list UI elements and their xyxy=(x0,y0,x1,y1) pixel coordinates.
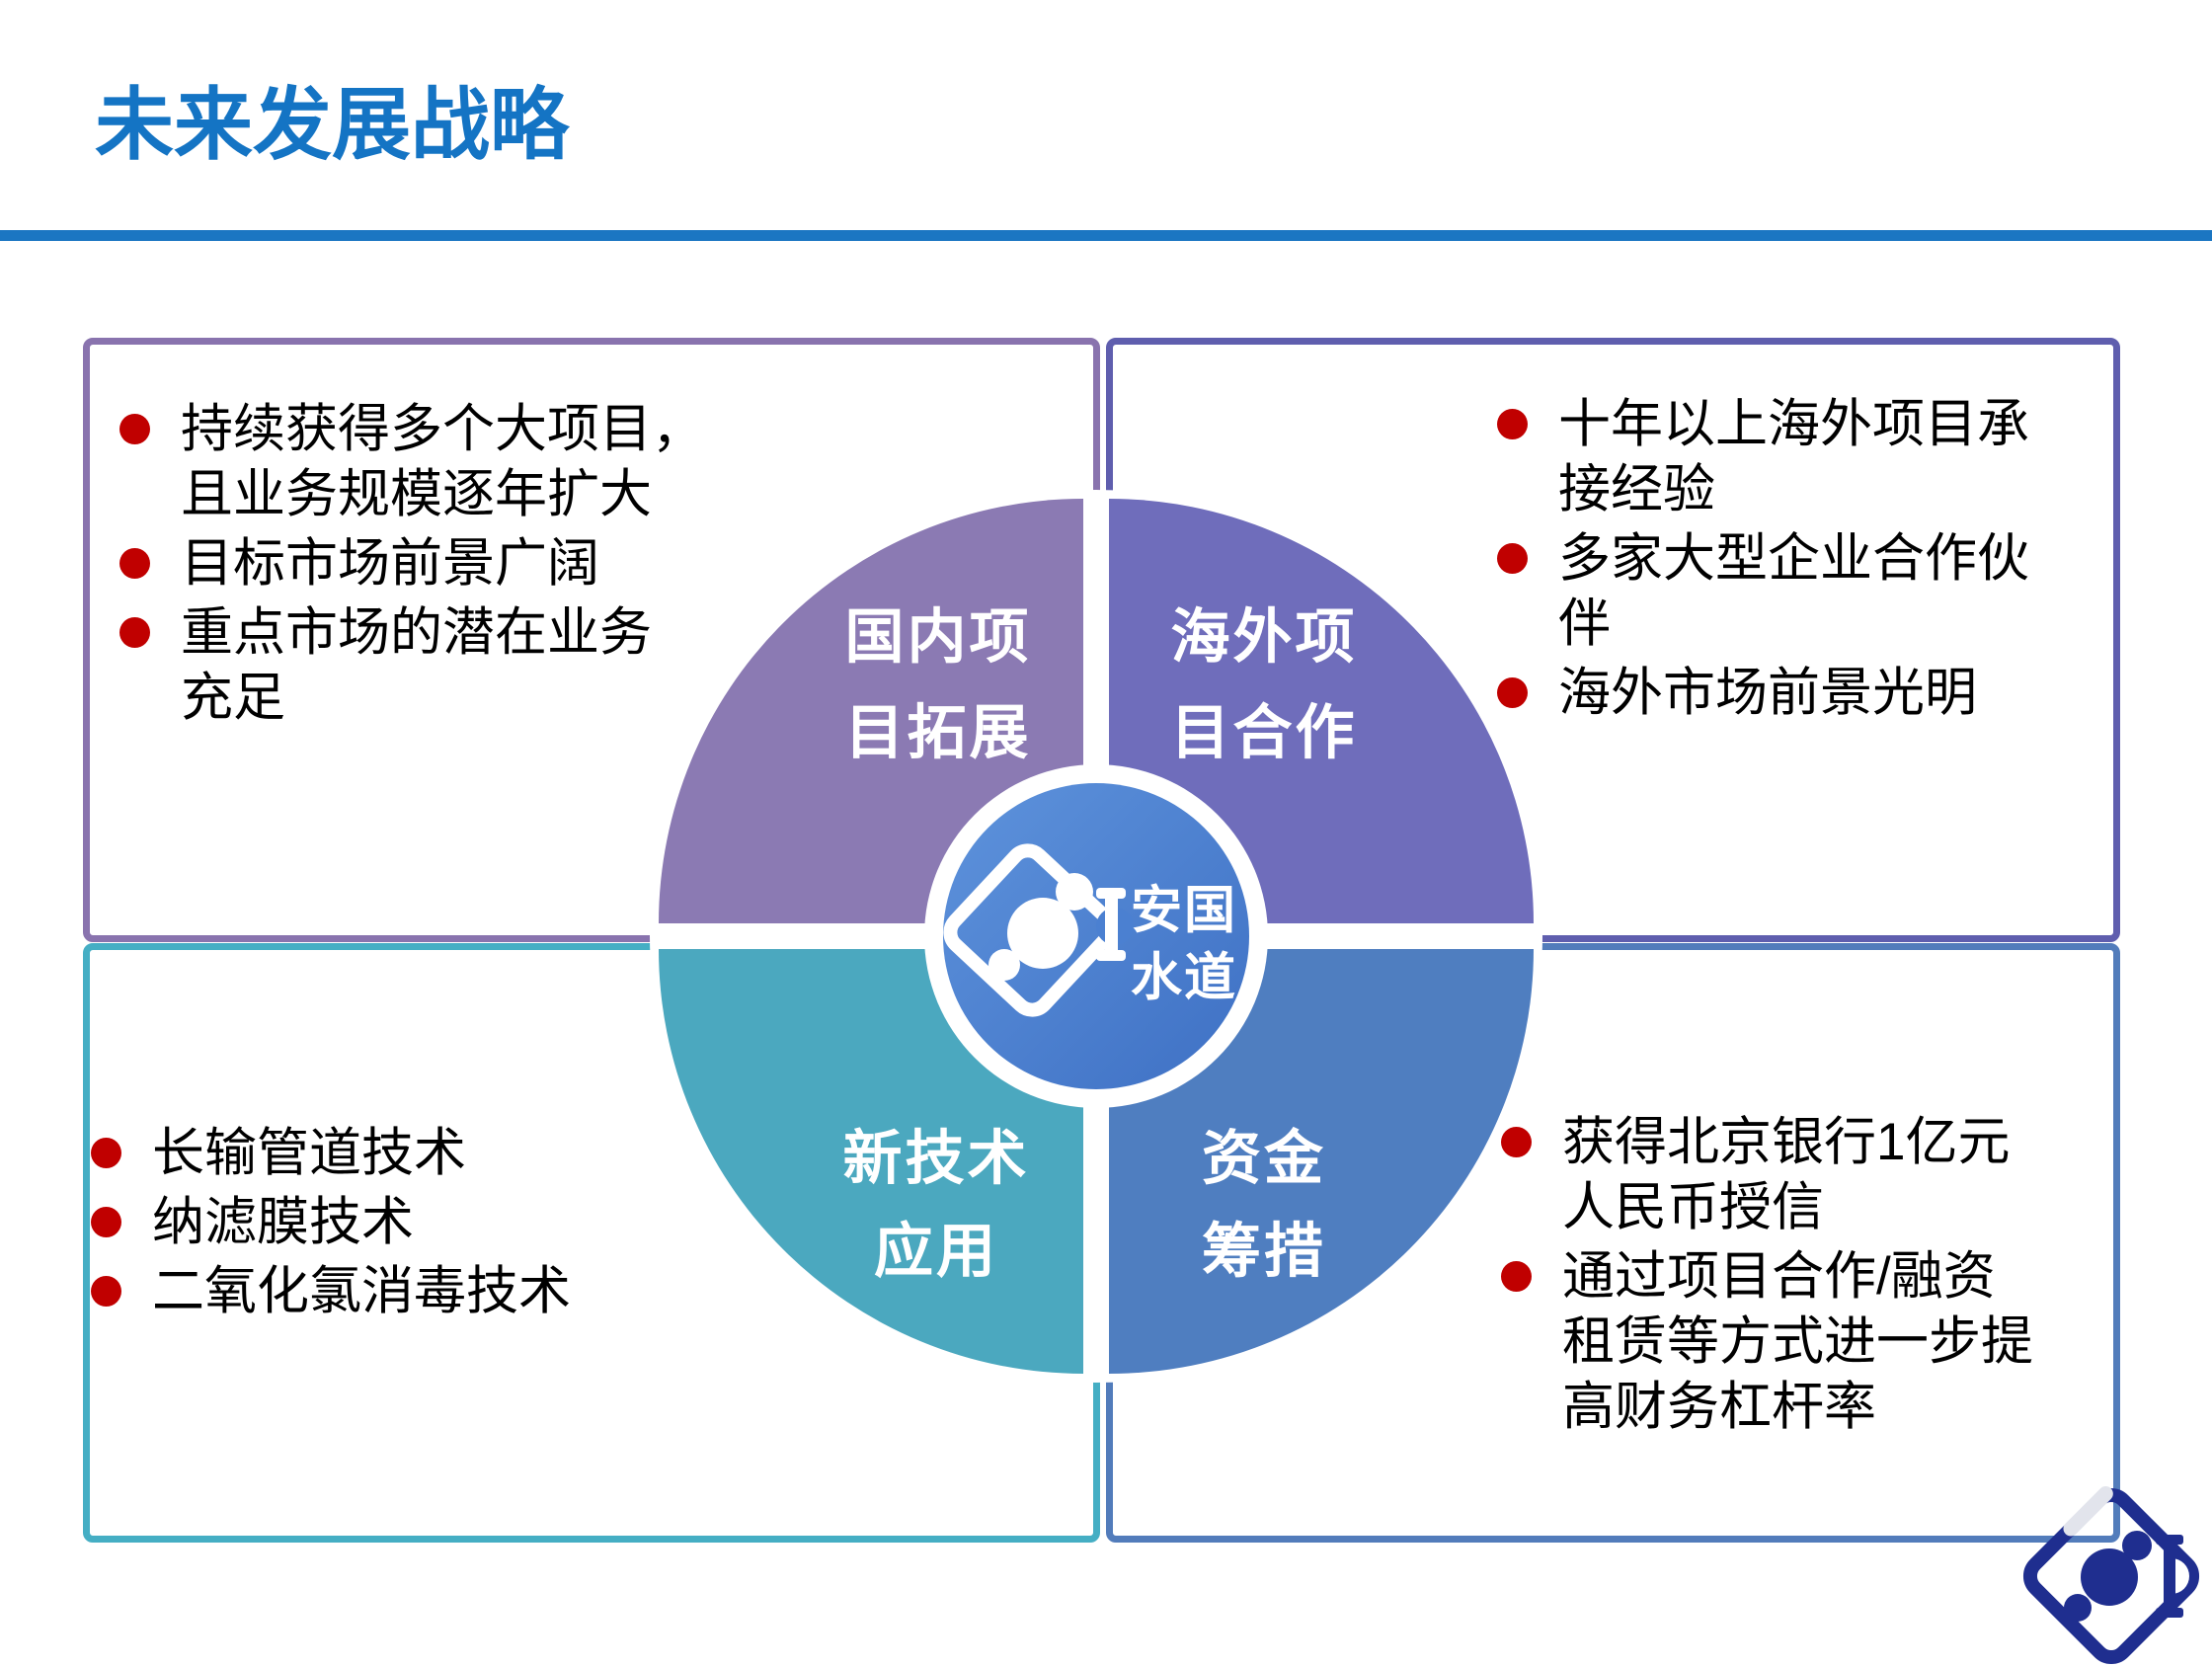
list-item: 二氧化氯消毒技术 xyxy=(85,1259,571,1324)
bullet-dot-icon xyxy=(91,1207,121,1237)
bullet-text: 海外市场前景光明 xyxy=(1558,664,1977,722)
anguo-water-logo-icon xyxy=(943,843,1134,1017)
list-item: 目标市场前景广阔 xyxy=(114,531,704,596)
bullet-list-domestic: 持续获得多个大项目， 且业务规模逐年扩大 目标市场前景广阔 重点市场的潜在业务 … xyxy=(114,397,704,735)
bullet-text: 伴 xyxy=(1558,595,1611,653)
label-domestic-projects-line1: 国内项 xyxy=(844,603,1032,671)
bullet-list-overseas: 十年以上海外项目承 接经验 多家大型企业合作伙 伴 海外市场前景光明 xyxy=(1491,392,2029,730)
bullet-dot-icon xyxy=(1501,1261,1532,1292)
list-item: 通过项目合作/融资 租赁等方式进一步提 高财务杠杆率 xyxy=(1495,1244,2033,1440)
bullet-text: 多家大型企业合作伙 xyxy=(1558,529,2029,588)
bullet-text: 纳滤膜技术 xyxy=(152,1193,414,1251)
bullet-text: 高财务杠杆率 xyxy=(1562,1378,1876,1436)
bullet-dot-icon xyxy=(91,1138,121,1168)
bullet-dot-icon xyxy=(1497,677,1528,708)
bullet-dot-icon xyxy=(119,617,150,648)
bullet-text: 租赁等方式进一步提 xyxy=(1562,1312,2033,1371)
list-item: 持续获得多个大项目， 且业务规模逐年扩大 xyxy=(114,397,704,527)
list-item: 多家大型企业合作伙 伴 xyxy=(1491,526,2029,657)
label-new-technology-line2: 应用 xyxy=(874,1218,998,1285)
list-item: 获得北京银行1亿元 人民币授信 xyxy=(1495,1110,2033,1240)
bullet-list-funding: 获得北京银行1亿元 人民币授信 通过项目合作/融资 租赁等方式进一步提 高财务杠… xyxy=(1495,1110,2033,1444)
bullet-text: 充足 xyxy=(181,669,285,727)
bullet-text: 持续获得多个大项目， xyxy=(181,400,704,458)
bullet-text: 获得北京银行1亿元 xyxy=(1562,1113,2011,1171)
list-item: 海外市场前景光明 xyxy=(1491,661,2029,726)
bullet-text: 十年以上海外项目承 xyxy=(1558,395,2029,453)
bullet-text: 二氧化氯消毒技术 xyxy=(152,1262,571,1320)
label-overseas-projects-line1: 海外项 xyxy=(1170,603,1358,671)
corner-brand-logo-icon xyxy=(2022,1486,2200,1665)
bullet-list-technology: 长输管道技术 纳滤膜技术 二氧化氯消毒技术 xyxy=(85,1121,571,1328)
label-new-technology-line1: 新技术 xyxy=(842,1125,1030,1192)
hub-label-line2: 水道 xyxy=(1130,949,1238,1007)
bullet-text: 通过项目合作/融资 xyxy=(1562,1247,1996,1306)
bullet-dot-icon xyxy=(119,414,150,444)
list-item: 长输管道技术 xyxy=(85,1121,571,1186)
list-item: 十年以上海外项目承 接经验 xyxy=(1491,392,2029,522)
list-item: 重点市场的潜在业务 充足 xyxy=(114,600,704,731)
label-domestic-projects-line2: 目拓展 xyxy=(844,699,1032,766)
title-divider xyxy=(0,230,2212,241)
bullet-dot-icon xyxy=(1501,1127,1532,1157)
bullet-dot-icon xyxy=(119,548,150,579)
page-title: 未来发展战略 xyxy=(95,81,569,169)
label-fund-raising-line1: 资金 xyxy=(1202,1125,1326,1192)
label-fund-raising-line2: 筹措 xyxy=(1202,1218,1326,1285)
list-item: 纳滤膜技术 xyxy=(85,1190,571,1255)
bullet-text: 且业务规模逐年扩大 xyxy=(181,465,652,523)
bullet-text: 重点市场的潜在业务 xyxy=(181,603,652,662)
bullet-text: 目标市场前景广阔 xyxy=(181,534,599,593)
bullet-text: 接经验 xyxy=(1558,460,1715,518)
bullet-dot-icon xyxy=(1497,543,1528,574)
bullet-dot-icon xyxy=(91,1276,121,1307)
bullet-text: 长输管道技术 xyxy=(152,1124,466,1182)
bullet-text: 人民币授信 xyxy=(1562,1178,1824,1236)
label-overseas-projects-line2: 目合作 xyxy=(1170,699,1358,766)
hub-label-line1: 安国 xyxy=(1130,882,1238,940)
bullet-dot-icon xyxy=(1497,409,1528,439)
